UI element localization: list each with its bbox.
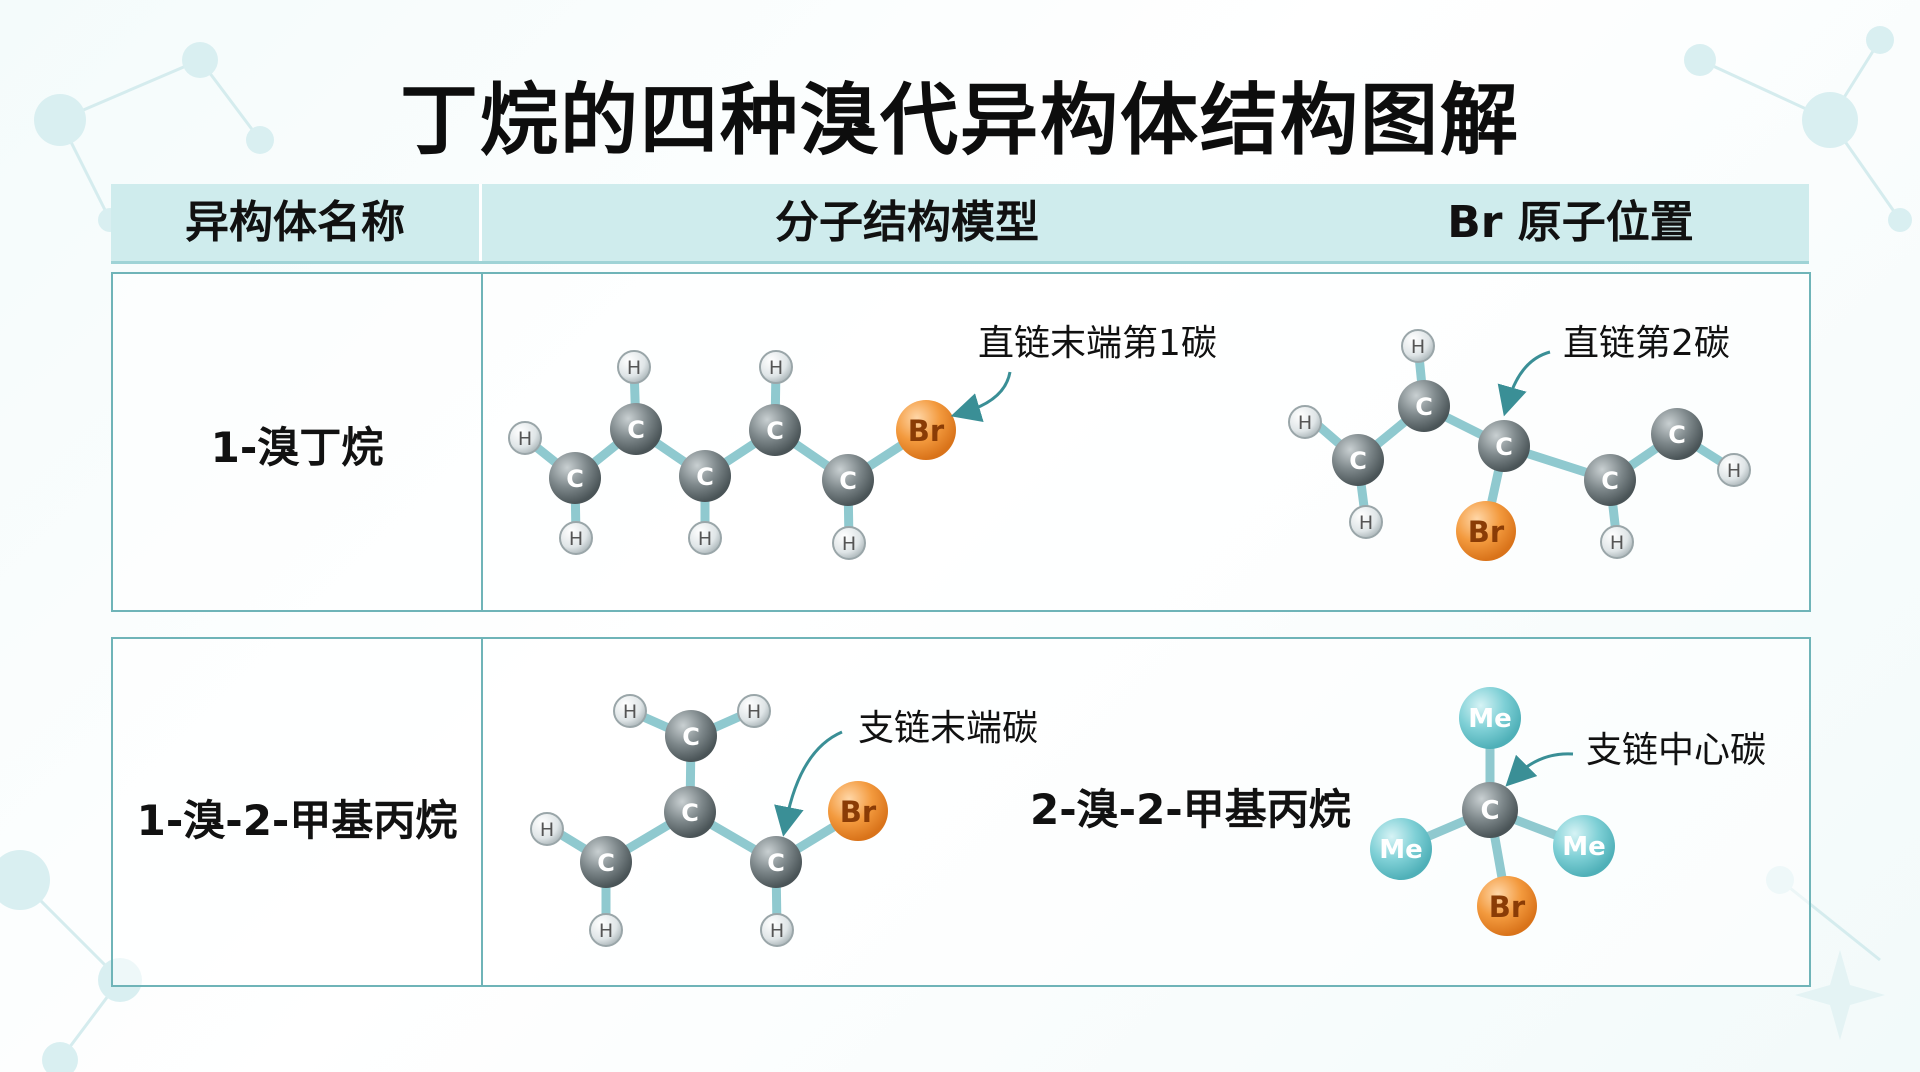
hydrogen-atom: H [1600,525,1634,559]
molecule-1-bromobutane: H H H H H H C C C C C Br [508,350,956,560]
hydrogen-atom: H [737,694,771,728]
hydrogen-atom: H [1349,505,1383,539]
svg-text:Me: Me [1379,835,1423,865]
hydrogen-atom: H [760,913,794,947]
header-structure-model: 分子结构模型 [775,197,1039,248]
carbon-atom: C [1584,454,1636,506]
svg-text:C: C [566,465,584,493]
svg-text:H: H [842,533,856,555]
carbon-atom: C [822,454,874,506]
svg-text:H: H [623,701,637,723]
carbon-atom: C [749,404,801,456]
svg-text:C: C [1480,796,1499,826]
svg-text:H: H [1359,512,1373,534]
carbon-atom: C [665,710,717,762]
curved-arrow-icon [774,730,843,837]
hydrogen-atom: H [688,521,722,555]
svg-text:C: C [597,849,615,877]
svg-text:H: H [518,428,532,450]
svg-text:C: C [682,723,700,751]
svg-text:C: C [1415,393,1433,421]
carbon-atom: C [1651,408,1703,460]
svg-text:H: H [1411,336,1425,358]
carbon-atom: C [1462,782,1518,838]
svg-text:C: C [839,467,857,495]
hydrogen-atom: H [508,421,542,455]
svg-text:C: C [1349,447,1367,475]
isomer-name-1-bromo-2-methylpropane: 1-溴-2-甲基丙烷 [136,796,458,845]
methyl-group: Me [1370,818,1432,880]
header-isomer-name: 异构体名称 [185,197,405,248]
svg-text:H: H [1298,412,1312,434]
bromine-atom: Br [1477,876,1537,936]
svg-text:H: H [698,528,712,550]
bromine-atom: Br [1456,501,1516,561]
hydrogen-atom: H [1717,453,1751,487]
table-row-2: 1-溴-2-甲基丙烷 [111,637,1811,987]
methyl-group: Me [1459,687,1521,749]
hydrogen-atom: H [559,521,593,555]
br-position-annotation: 支链末端碳 [858,708,1038,749]
carbon-atom: C [750,836,802,888]
svg-text:Me: Me [1468,704,1512,734]
carbon-atom: C [549,452,601,504]
methyl-group: Me [1553,815,1615,877]
curved-arrow-icon [1497,350,1551,417]
svg-text:H: H [747,701,761,723]
molecule-2-bromobutane: H H H H H C C C C C Br [1288,329,1751,561]
isomer-name-2-bromo-2-methylpropane: 2-溴-2-甲基丙烷 [1030,785,1351,834]
carbon-atom: C [610,403,662,455]
hydrogen-atom: H [759,350,793,384]
hydrogen-atom: H [530,812,564,846]
svg-text:Br: Br [1489,890,1526,924]
carbon-atom: C [1398,380,1450,432]
bromine-atom: Br [896,400,956,460]
table-header: 异构体名称 分子结构模型 Br 原子位置 [111,184,1809,264]
svg-text:C: C [767,849,785,877]
svg-text:C: C [627,416,645,444]
svg-text:Br: Br [1468,515,1505,549]
hydrogen-atom: H [589,913,623,947]
br-position-annotation: 直链第2碳 [1563,323,1730,364]
svg-text:H: H [770,920,784,942]
svg-text:H: H [769,357,783,379]
svg-text:H: H [540,819,554,841]
isomer-name-1-bromobutane: 1-溴丁烷 [210,423,384,472]
svg-text:H: H [569,528,583,550]
hydrogen-atom: H [832,526,866,560]
curved-arrow-icon [950,371,1012,423]
svg-text:H: H [1727,460,1741,482]
svg-text:H: H [627,357,641,379]
carbon-atom: C [1478,420,1530,472]
svg-text:C: C [681,799,699,827]
curved-arrow-icon [1505,752,1574,787]
bromine-atom: Br [828,781,888,841]
svg-text:H: H [1610,532,1624,554]
carbon-atom: C [679,450,731,502]
svg-text:C: C [766,417,784,445]
hydrogen-atom: H [1288,405,1322,439]
svg-text:C: C [1601,467,1619,495]
hydrogen-atom: H [617,350,651,384]
svg-text:Br: Br [840,795,877,829]
molecule-2-bromo-2-methylpropane: Me Me Me C Br [1370,687,1615,936]
svg-text:C: C [1668,421,1686,449]
svg-text:C: C [1495,433,1513,461]
svg-text:Me: Me [1562,832,1606,862]
hydrogen-atom: H [613,694,647,728]
molecule-1-bromo-2-methylpropane: H H H H H C C C C Br [530,694,888,947]
carbon-atom: C [1332,434,1384,486]
bonds [520,341,1739,935]
hydrogen-atom: H [1401,329,1435,363]
page-title: 丁烷的四种溴代异构体结构图解 [399,76,1520,166]
svg-text:C: C [696,463,714,491]
svg-text:H: H [599,920,613,942]
carbon-atom: C [664,786,716,838]
header-br-position: Br 原子位置 [1447,197,1694,248]
br-position-annotation: 直链末端第1碳 [978,323,1217,364]
svg-text:Br: Br [908,414,945,448]
carbon-atom: C [580,836,632,888]
br-position-annotation: 支链中心碳 [1586,730,1766,771]
